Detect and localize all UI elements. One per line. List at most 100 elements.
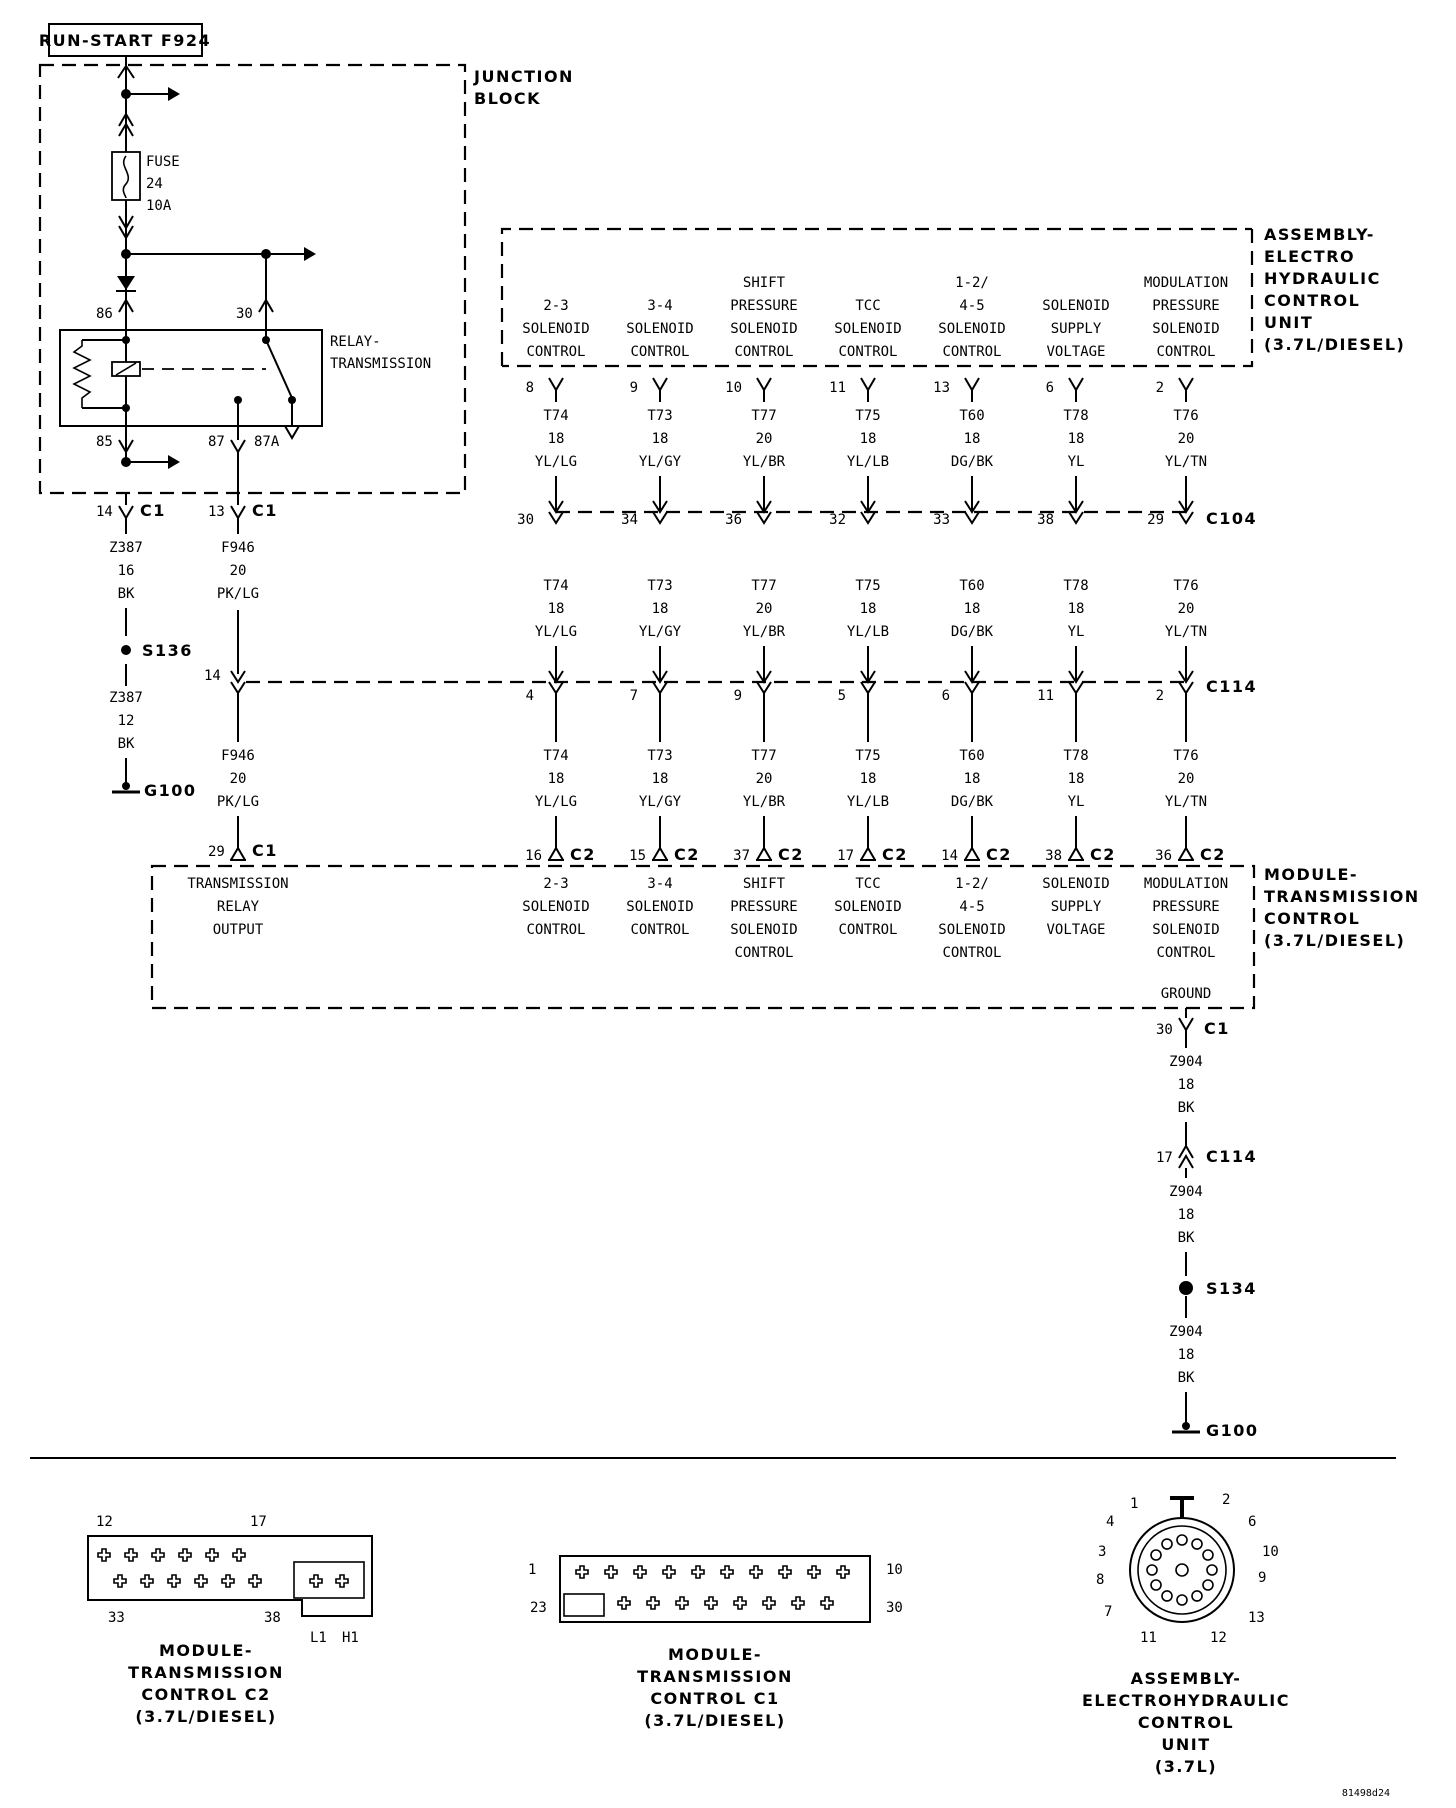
svg-text:12: 12 [96, 1514, 113, 1530]
svg-text:BK: BK [118, 586, 135, 602]
svg-text:2: 2 [1156, 688, 1164, 704]
aehcu-pin-label: SOLENOID [834, 321, 901, 337]
svg-text:T76: T76 [1173, 578, 1198, 594]
svg-text:3: 3 [1098, 1544, 1106, 1560]
circuit-6: SOLENOIDSUPPLYVOLTAGE6T7818YL38T7818YL11… [1037, 298, 1114, 938]
svg-text:Z904: Z904 [1169, 1324, 1203, 1340]
svg-text:20: 20 [1178, 771, 1195, 787]
svg-text:18: 18 [1068, 431, 1085, 447]
svg-text:G100: G100 [1206, 1421, 1259, 1440]
tcm-pin-label: SOLENOID [834, 899, 901, 915]
svg-text:2: 2 [1156, 380, 1164, 396]
aehcu-pin-label: CONTROL [630, 344, 689, 360]
aehcu-pin-label: CONTROL [1156, 344, 1215, 360]
svg-text:T76: T76 [1173, 408, 1198, 424]
svg-text:20: 20 [756, 771, 773, 787]
svg-text:6: 6 [1248, 1514, 1256, 1530]
svg-text:PK/LG: PK/LG [217, 586, 259, 602]
svg-text:18: 18 [652, 431, 669, 447]
svg-text:CONTROL: CONTROL [1138, 1713, 1234, 1732]
svg-text:YL/LG: YL/LG [535, 794, 577, 810]
svg-text:PK/LG: PK/LG [217, 794, 259, 810]
svg-text:38: 38 [264, 1610, 281, 1626]
tcm-label: MODULE- TRANSMISSION CONTROL (3.7L/DIESE… [1264, 865, 1418, 950]
aehcu-pin-label: SHIFT [743, 275, 786, 291]
svg-text:Z387: Z387 [109, 690, 143, 706]
svg-text:20: 20 [1178, 431, 1195, 447]
svg-text:18: 18 [548, 431, 565, 447]
svg-text:4: 4 [526, 688, 534, 704]
tcm-pin-label: SHIFT [743, 876, 786, 892]
svg-text:YL/LB: YL/LB [847, 454, 889, 470]
c1-pin [778, 1565, 792, 1579]
svg-text:L1: L1 [310, 1630, 327, 1646]
svg-text:F946: F946 [221, 748, 255, 764]
pin-30: 30 [236, 306, 253, 322]
svg-text:18: 18 [1178, 1347, 1195, 1363]
run-start-label: RUN-START F924 [39, 31, 211, 50]
relay-output-label: TRANSMISSION RELAY OUTPUT [187, 876, 288, 938]
svg-text:T73: T73 [647, 578, 672, 594]
aehcu-border-bottom [502, 229, 1254, 368]
c1-pin [762, 1596, 776, 1610]
svg-text:13: 13 [1248, 1610, 1265, 1626]
svg-text:CONTROL: CONTROL [1264, 909, 1360, 928]
aehcu-pin-label: 2-3 [543, 298, 568, 314]
svg-text:ASSEMBLY-: ASSEMBLY- [1264, 225, 1375, 244]
svg-text:C2: C2 [882, 845, 908, 864]
connector-c2-view: 12 17 33 38 L1 H1 MODULE- TRANSMISSION C… [87, 1514, 373, 1726]
feed-arrow-up [117, 64, 135, 79]
c2-pin [232, 1548, 246, 1562]
svg-text:OUTPUT: OUTPUT [213, 922, 264, 938]
svg-text:BK: BK [1178, 1230, 1195, 1246]
tcm-pin-label: 3-4 [647, 876, 672, 892]
svg-text:TRANSMISSION: TRANSMISSION [637, 1667, 793, 1686]
round-pin [1176, 1534, 1188, 1546]
svg-text:11: 11 [1037, 688, 1054, 704]
c2-pin [248, 1574, 262, 1588]
aehcu-pin-label: SOLENOID [1152, 321, 1219, 337]
svg-text:YL/TN: YL/TN [1165, 624, 1207, 640]
svg-text:C1: C1 [252, 501, 278, 520]
svg-text:6: 6 [1046, 380, 1054, 396]
aehcu-pin-label: 1-2/ [955, 275, 989, 291]
svg-text:MODULE-: MODULE- [159, 1641, 253, 1660]
svg-text:10: 10 [886, 1562, 903, 1578]
svg-text:7: 7 [630, 688, 638, 704]
svg-text:6: 6 [942, 688, 950, 704]
svg-text:14: 14 [941, 848, 958, 864]
svg-text:33: 33 [933, 512, 950, 528]
svg-text:36: 36 [725, 512, 742, 528]
c1-pin [646, 1596, 660, 1610]
svg-text:18: 18 [1178, 1077, 1195, 1093]
figure-id: 81498d24 [1342, 1788, 1390, 1799]
svg-text:20: 20 [230, 771, 247, 787]
svg-text:38: 38 [1045, 848, 1062, 864]
c2-pin [113, 1574, 127, 1588]
svg-text:T78: T78 [1063, 748, 1088, 764]
svg-text:10: 10 [1262, 1544, 1279, 1560]
c2-pin [178, 1548, 192, 1562]
c2-pin [221, 1574, 235, 1588]
c2-pin [140, 1574, 154, 1588]
c104-label: C104 [1206, 509, 1257, 528]
c2-pin [335, 1574, 349, 1588]
aehcu-pin-label: CONTROL [838, 344, 897, 360]
svg-text:C2: C2 [570, 845, 596, 864]
c1-pin [575, 1565, 589, 1579]
svg-text:T76: T76 [1173, 748, 1198, 764]
svg-text:17: 17 [250, 1514, 267, 1530]
tcm-pin-label: SUPPLY [1051, 899, 1102, 915]
tcm-border [150, 864, 1256, 1010]
svg-text:C1: C1 [140, 501, 166, 520]
svg-text:14: 14 [204, 668, 221, 684]
svg-text:34: 34 [621, 512, 638, 528]
aehcu-pin-label: PRESSURE [1152, 298, 1219, 314]
round-pin [1146, 1564, 1158, 1576]
round-pin [1202, 1549, 1214, 1561]
svg-text:F946: F946 [221, 540, 255, 556]
aehcu-pin-label: CONTROL [942, 344, 1001, 360]
round-pin [1191, 1538, 1203, 1550]
svg-text:37: 37 [733, 848, 750, 864]
feed-out-arrow [168, 87, 180, 101]
